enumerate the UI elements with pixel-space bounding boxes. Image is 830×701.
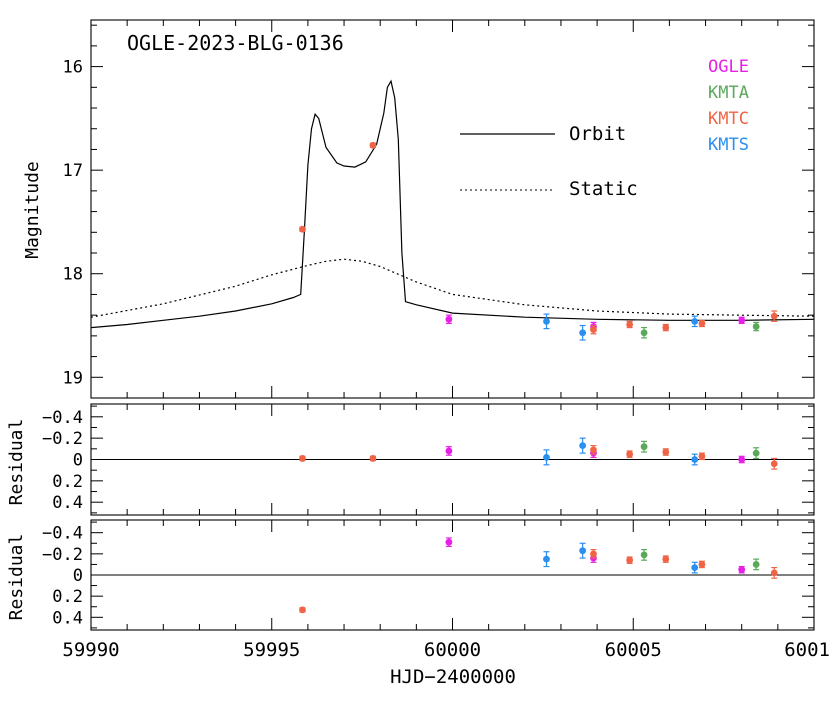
- data-point-kmta: [752, 561, 760, 568]
- x-tick-label: 6001: [784, 639, 830, 661]
- data-point-kmtc: [662, 555, 670, 563]
- tick-labels: 161718190.40.20−0.2−0.40.40.20−0.2−0.459…: [42, 58, 830, 661]
- data-point-kmtc: [698, 452, 706, 460]
- data-point-kmts: [691, 564, 699, 571]
- y-tick-label: 16: [63, 58, 83, 78]
- model-legend: Orbit Static: [460, 123, 638, 200]
- x-tick-label: 59995: [243, 639, 300, 661]
- y-tick-label: 0: [73, 566, 83, 586]
- data-point-kmts: [543, 555, 550, 563]
- data-point-kmtc: [299, 606, 306, 614]
- y-tick-label: 0: [73, 451, 83, 471]
- legend-static-label: Static: [569, 178, 638, 200]
- data-point-kmta: [752, 449, 760, 457]
- legend-kmta-label: KMTA: [708, 83, 749, 103]
- data-point-ogle: [738, 456, 746, 463]
- data-point-ogle: [738, 566, 746, 574]
- data-point-kmtc: [698, 320, 706, 327]
- data-point-kmta: [640, 551, 648, 559]
- data-point-kmtc: [662, 324, 670, 331]
- data-point-kmtc: [770, 460, 778, 468]
- data-point-kmts: [579, 442, 587, 450]
- data-point-kmta: [640, 329, 648, 337]
- y-tick-label: −0.4: [42, 408, 83, 428]
- legend-orbit-label: Orbit: [569, 123, 626, 145]
- y-tick-label: −0.4: [42, 524, 83, 544]
- y-tick-label: 19: [63, 368, 83, 388]
- data-point-kmts: [691, 317, 699, 325]
- data-point-kmta: [752, 323, 760, 330]
- y-axis-label-lightcurve: Magnitude: [22, 161, 43, 259]
- legend-kmts-label: KMTS: [708, 135, 749, 155]
- x-tick-label: 60005: [605, 639, 662, 661]
- data-point-kmts: [543, 453, 550, 461]
- y-axis-label-residual-static: Residual: [6, 534, 27, 621]
- y-tick-label: 0.2: [52, 472, 83, 492]
- data-point-kmtc: [626, 556, 634, 564]
- data-point-kmtc: [299, 455, 306, 462]
- data-point-ogle: [445, 538, 453, 546]
- chart-title: OGLE-2023-BLG-0136: [127, 31, 344, 55]
- residual-zero-lines: [91, 459, 814, 576]
- data-point-kmts: [579, 329, 587, 337]
- data-point-kmtc: [770, 569, 778, 577]
- y-tick-label: 0.4: [52, 493, 83, 513]
- y-tick-label: −0.2: [42, 545, 83, 565]
- panel-frame-lightcurve: [90, 19, 815, 399]
- data-point-kmtc: [369, 455, 377, 462]
- y-tick-label: 18: [63, 265, 83, 285]
- y-tick-label: 17: [63, 161, 83, 181]
- model-curve-static: [90, 258, 815, 318]
- data-point-kmts: [579, 547, 587, 555]
- data-point-kmta: [640, 443, 648, 451]
- data-point-kmts: [543, 317, 550, 325]
- data-point-kmtc: [369, 141, 377, 149]
- model-curves: [90, 79, 815, 329]
- data-point-ogle: [445, 315, 453, 323]
- y-tick-label: −0.2: [42, 429, 83, 449]
- dataset-legend: OGLE KMTA KMTC KMTS: [708, 57, 749, 155]
- x-tick-label: 60000: [424, 639, 481, 661]
- y-axis-label-residual-orbit: Residual: [6, 419, 27, 506]
- data-point-kmtc: [590, 550, 597, 558]
- data-point-kmtc: [299, 225, 306, 233]
- model-curve-orbit: [90, 79, 815, 329]
- data-point-kmtc: [590, 446, 597, 454]
- data-point-kmtc: [626, 321, 634, 328]
- x-tick-label: 59990: [62, 639, 119, 661]
- data-point-kmtc: [770, 312, 778, 320]
- data-point-ogle: [738, 316, 746, 324]
- data-point-kmtc: [626, 450, 634, 458]
- data-point-kmtc: [662, 448, 670, 456]
- data-point-kmtc: [590, 326, 597, 334]
- axis-ticks: [90, 20, 815, 630]
- y-tick-label: 0.4: [52, 608, 83, 628]
- legend-ogle-label: OGLE: [708, 57, 749, 77]
- legend-kmtc-label: KMTC: [708, 109, 749, 129]
- data-markers: [299, 141, 778, 614]
- y-tick-label: 0.2: [52, 587, 83, 607]
- x-axis-label: HJD−2400000: [390, 666, 516, 688]
- data-point-kmtc: [698, 561, 706, 568]
- data-point-ogle: [445, 447, 453, 455]
- panel-frames: [90, 19, 815, 631]
- data-point-kmts: [691, 456, 699, 463]
